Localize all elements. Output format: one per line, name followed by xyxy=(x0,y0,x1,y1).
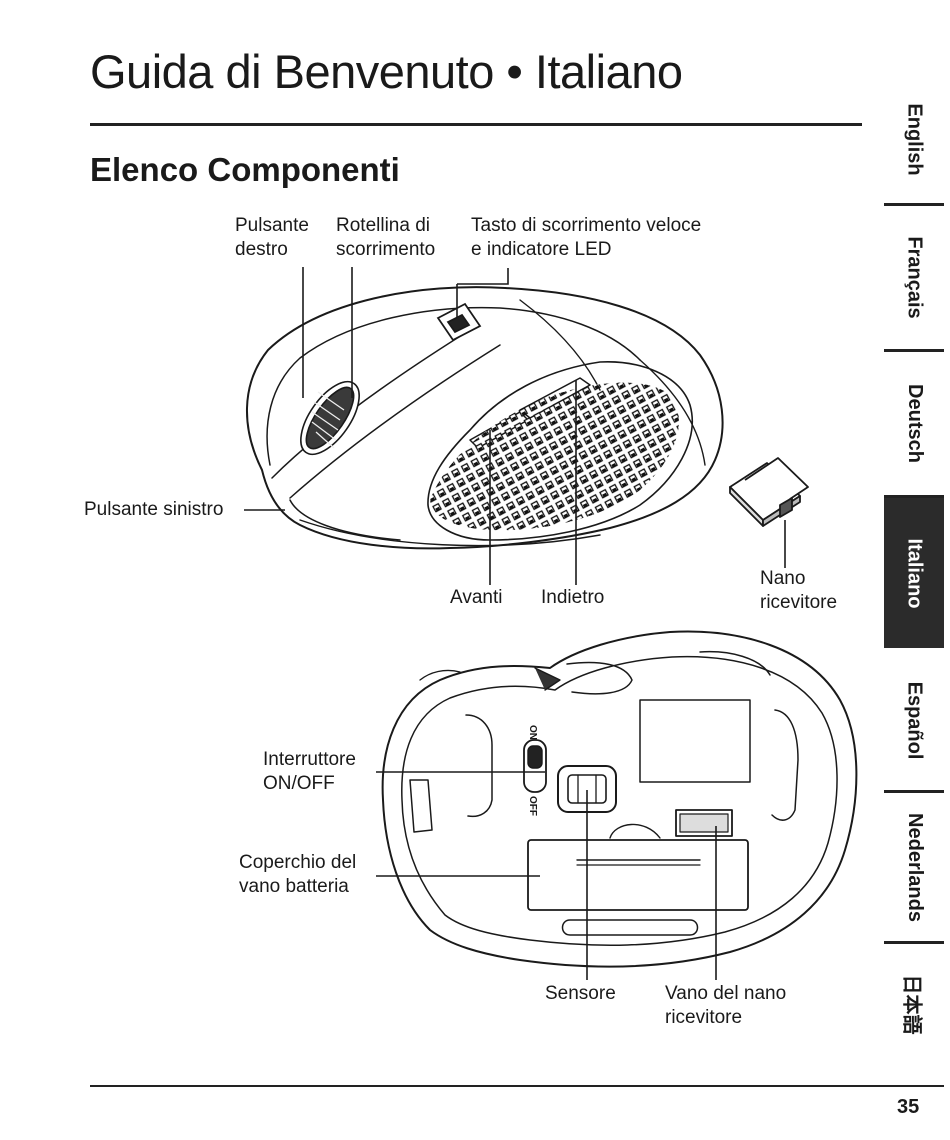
label-left-button: Pulsante sinistro xyxy=(84,499,224,520)
page-title: Guida di Benvenuto • Italiano xyxy=(90,45,683,98)
label-power-switch-line2: ON/OFF xyxy=(263,773,335,794)
label-scroll-wheel-line1: Rotellina di xyxy=(336,215,430,236)
tab-espanol-label: Español xyxy=(903,681,926,759)
label-fast-scroll-line2: e indicatore LED xyxy=(471,239,612,260)
title-divider xyxy=(90,123,862,126)
bottom-label-area xyxy=(639,699,751,783)
label-receiver-slot-line2: ricevitore xyxy=(665,1007,743,1028)
battery-cover-shape xyxy=(527,839,749,911)
page-number: 35 xyxy=(897,1096,920,1118)
switch-on-text: ON xyxy=(527,725,538,740)
leader-lines xyxy=(244,267,786,980)
tab-espanol[interactable]: Español xyxy=(884,650,944,790)
label-battery-cover: Coperchio del vano batteria xyxy=(239,851,356,899)
section-heading: Elenco Componenti xyxy=(90,151,400,188)
footer-divider xyxy=(90,1085,944,1087)
tab-deutsch[interactable]: Deutsch xyxy=(884,352,944,495)
tab-nederlands-label: Nederlands xyxy=(903,812,926,922)
tab-nederlands[interactable]: Nederlands xyxy=(884,793,944,941)
label-battery-cover-line1: Coperchio del xyxy=(239,852,357,873)
tab-divider xyxy=(884,203,944,206)
label-nano-receiver: Nano ricevitore xyxy=(760,567,837,615)
label-battery-cover-line2: vano batteria xyxy=(239,876,349,897)
label-forward: Avanti xyxy=(450,587,503,608)
mouse-body-outline xyxy=(246,286,724,550)
power-switch-shape xyxy=(523,739,547,793)
label-nano-receiver-line1: Nano xyxy=(760,568,806,589)
label-back: Indietro xyxy=(541,587,605,608)
label-power-switch-line1: Interruttore xyxy=(263,749,356,770)
scroll-wheel xyxy=(300,380,360,456)
label-receiver-slot-line1: Vano del nano xyxy=(665,983,787,1004)
tab-divider xyxy=(884,941,944,944)
label-sensor: Sensore xyxy=(545,983,616,1004)
tab-japanese[interactable]: 日本語 xyxy=(884,944,944,1064)
tab-divider xyxy=(884,790,944,793)
tab-english[interactable]: English xyxy=(884,75,944,203)
tab-francais[interactable]: Français xyxy=(884,206,944,349)
label-receiver-slot: Vano del nano ricevitore xyxy=(665,982,786,1030)
tab-italiano-label: Italiano xyxy=(903,537,926,609)
label-scroll-wheel: Rotellina di scorrimento xyxy=(336,214,435,262)
mouse-bottom-view xyxy=(381,630,858,968)
tab-divider xyxy=(884,349,944,352)
grip-texture xyxy=(430,382,679,531)
fast-scroll-button xyxy=(436,302,482,342)
label-nano-receiver-line2: ricevitore xyxy=(760,592,838,613)
switch-off-text: OFF xyxy=(527,796,538,816)
tab-italiano[interactable]: Italiano xyxy=(884,498,944,648)
label-right-button-line2: destro xyxy=(235,239,288,260)
language-tabs: English Français Deutsch Italiano Españo… xyxy=(884,75,950,1067)
label-right-button-line1: Pulsante xyxy=(235,215,309,236)
tab-francais-label: Français xyxy=(903,236,926,319)
tab-japanese-label: 日本語 xyxy=(900,974,923,1034)
label-power-switch: Interruttore ON/OFF xyxy=(263,748,356,796)
label-fast-scroll: Tasto di scorrimento veloce e indicatore… xyxy=(471,214,701,262)
label-right-button: Pulsante destro xyxy=(235,214,309,262)
tab-divider xyxy=(884,495,944,498)
nano-receiver-illustration xyxy=(729,457,809,527)
bottom-shell xyxy=(381,630,858,968)
receiver-slot-shape xyxy=(675,809,733,837)
tab-english-label: English xyxy=(903,102,926,176)
label-fast-scroll-line1: Tasto di scorrimento veloce xyxy=(471,215,702,236)
tab-deutsch-label: Deutsch xyxy=(903,384,926,463)
label-scroll-wheel-line2: scorrimento xyxy=(336,239,436,260)
